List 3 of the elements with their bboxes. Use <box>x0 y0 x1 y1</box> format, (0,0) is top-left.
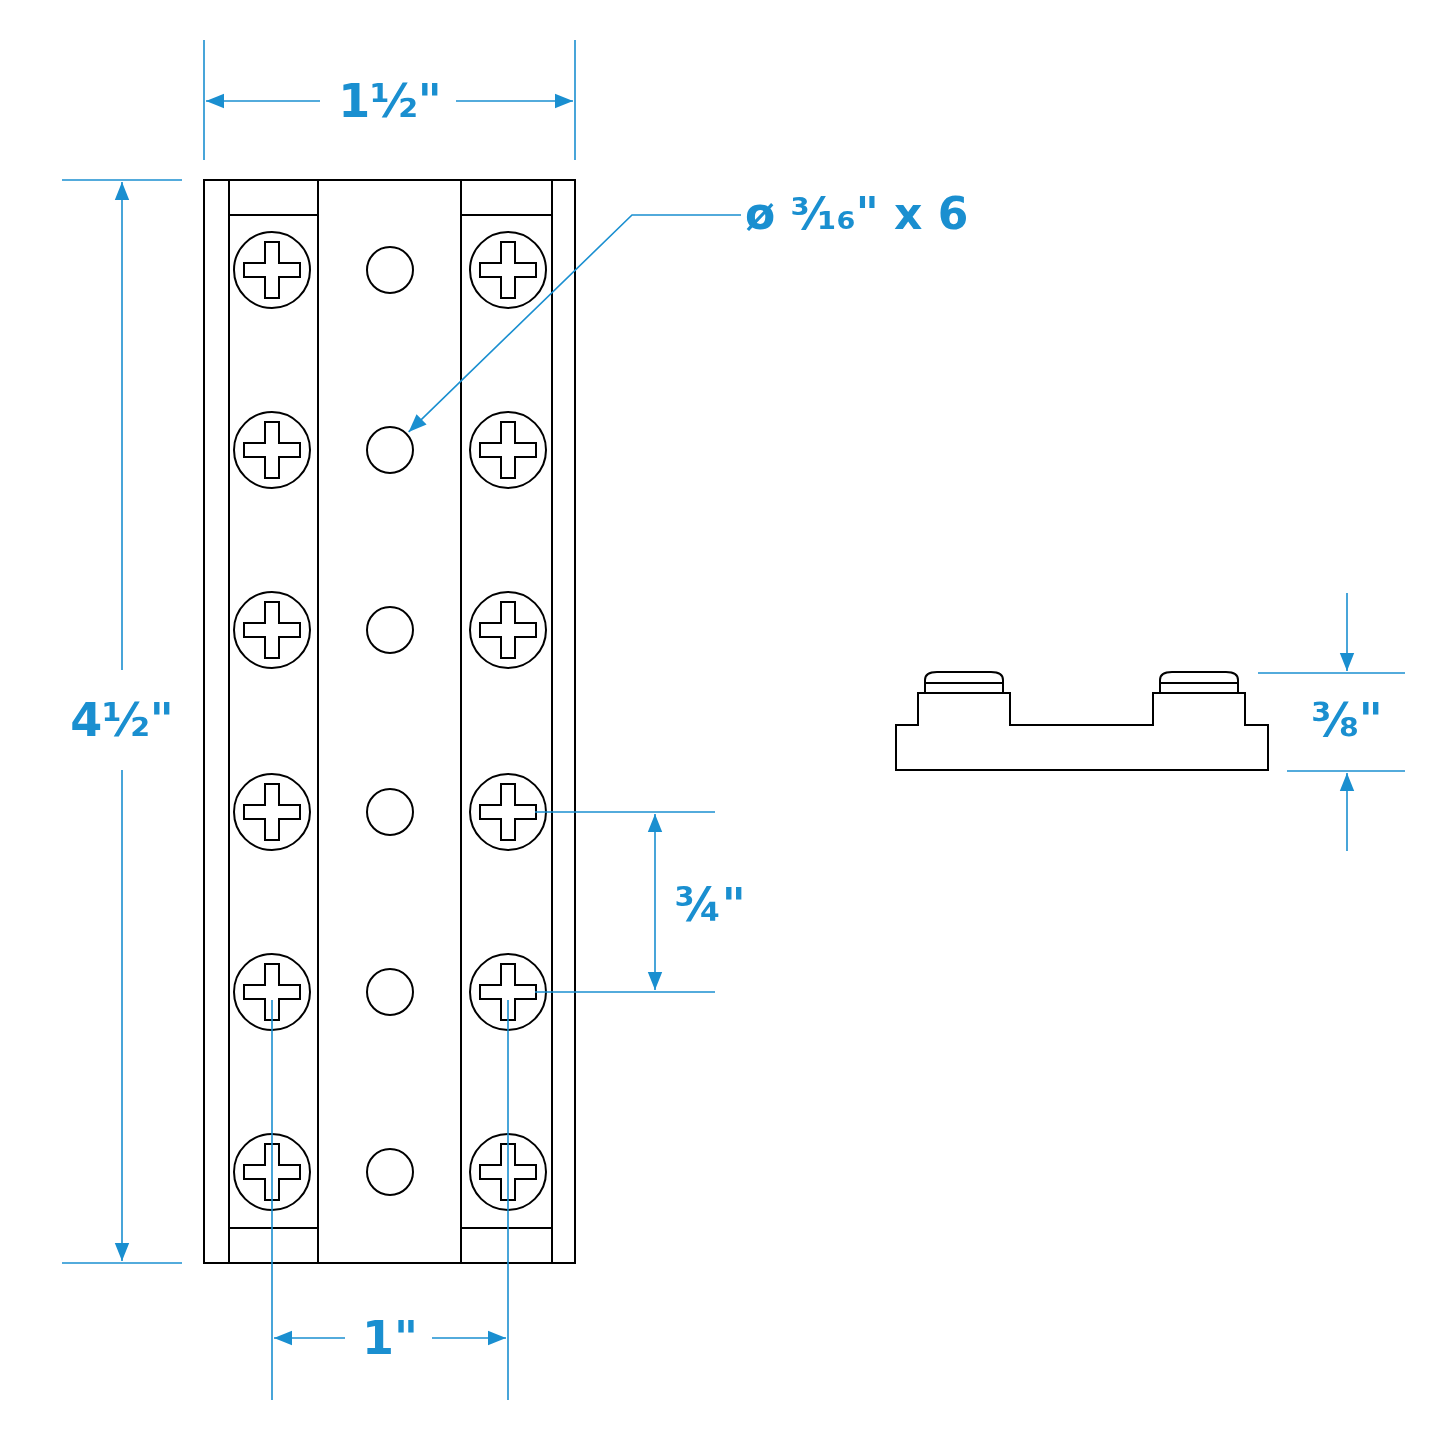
leader-line <box>407 214 742 433</box>
mounting-hole <box>366 426 414 474</box>
callout-label: ø ³⁄₁₆" x 6 <box>745 188 1005 240</box>
